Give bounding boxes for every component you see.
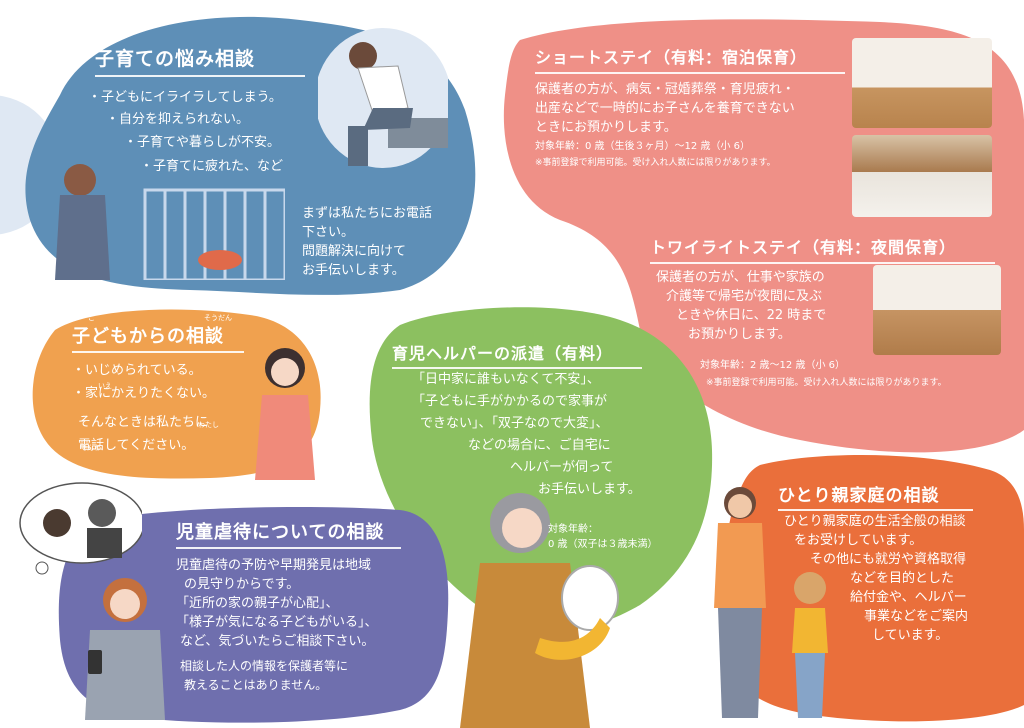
helper-grandma-illustration [460,493,619,728]
children-title: 子どもからの相談 [72,326,224,347]
parenting-note: まずは私たちにお電話 下さい。 問題解決に向けて お手伝いします。 [302,206,433,278]
single-parent-body: ひとり親家庭の生活全般の相談 をお受けしています。 その他にも就労や資格取得 な… [784,514,969,643]
helper-dispatch-section: 育児ヘルパーの派遣（有料） [392,340,652,369]
plate [561,565,619,631]
single-parent-section: ひとり親家庭の相談 [778,481,978,511]
girl-illustration [255,348,315,480]
helper-divider [392,367,642,369]
room-photo-3 [873,265,1001,355]
man-head [349,42,377,70]
single-parent-title: ひとり親家庭の相談 [778,486,940,506]
helper-title: 育児ヘルパーの派遣（有料） [392,344,614,363]
twilight-stay-divider [650,262,995,264]
twilight-stay-age: 対象年齢：2 歳～12 歳（小 6） [700,360,845,371]
thought-bubble-illustration [19,482,142,575]
parenting-item: ・自分を抑えられない。 [106,112,250,127]
father-daughter-illustration [714,487,828,718]
child-abuse-divider [176,547,401,549]
short-stay-section: ショートステイ（有料：宿泊保育） 保護者の方が、病気・冠婚葬祭・育児疲れ・ 出産… [535,44,845,170]
parenting-item: ・子育てや暮らしが不安。 [124,135,281,150]
single-parent-divider [778,509,973,511]
woman-phone-illustration [85,578,165,720]
helper-age-label: 対象年齢： [548,524,598,535]
short-stay-age: 対象年齢：0 歳（生後３ヶ月）～12 歳（小 6） [535,141,750,152]
parenting-divider [95,75,305,77]
parenting-item: ・子どもにイライラしてしまう。 [88,90,282,105]
children-title-ruby: ご [88,314,95,322]
twilight-stay-title: トワイライトステイ（有料：夜間保育） [650,238,957,257]
parenting-consultation-section: 子育ての悩み相談 [95,44,315,77]
helper-age-value: 0 歳（双子は３歳未満） [548,539,658,550]
children-divider [72,351,244,353]
child-abuse-body: 児童虐待の予防や早期発見は地域 の見守りからです。 「近所の家の親子が心配」、 … [176,558,378,692]
child-abuse-title: 児童虐待についての相談 [176,522,385,543]
short-stay-note: ※事前登録で利用可能。受け入れ人数には限りがあります。 [535,158,776,168]
short-stay-divider [535,72,845,74]
room-photo-2 [852,135,992,217]
twilight-stay-body: 保護者の方が、仕事や家族の 介護等で帰宅が夜間に及ぶ ときや休日に、22 時まで… [656,270,827,342]
parenting-item: ・子育てに疲れた、など [140,159,284,174]
twilight-stay-note: ※事前登録で利用可能。受け入れ人数には限りがあります。 [706,378,947,388]
room-photo-1 [852,38,992,128]
mother-crib-illustration [55,164,285,280]
children-consultation-section: ご そうだん 子どもからの相談 ・いじめられている。 ・家にかえりたくない。 そ… [72,314,252,455]
twilight-stay-section: トワイライトステイ（有料：夜間保育） [650,234,1000,264]
child-abuse-section: 児童虐待についての相談 [176,518,406,549]
worried-man-illustration [318,28,448,168]
parenting-title: 子育ての悩み相談 [95,48,256,70]
green-blob [369,307,713,631]
helper-body: 「日中家に誰もいなくて不安」、 「子どもに手がかかるので家事が できない」、「双… [412,372,641,497]
short-stay-title: ショートステイ（有料：宿泊保育） [535,48,808,67]
